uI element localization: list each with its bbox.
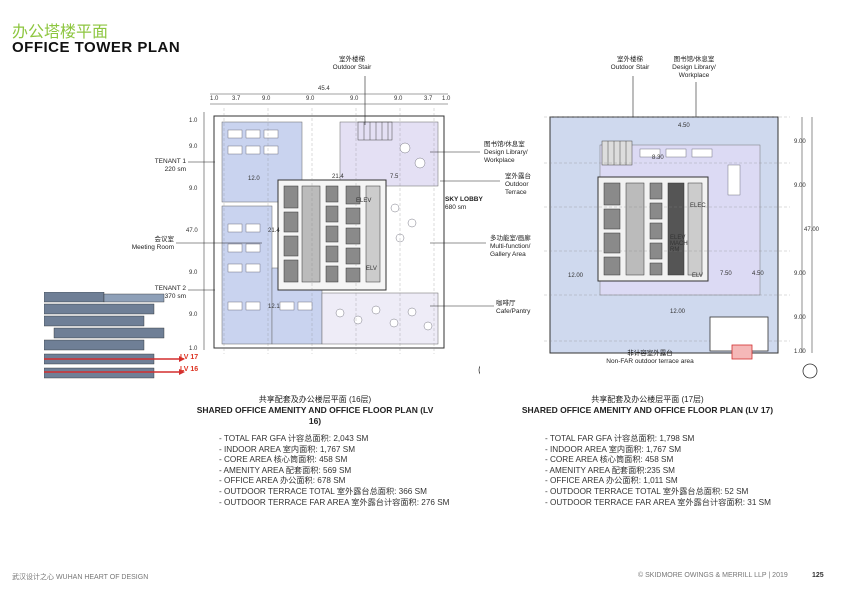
callout-non-far: 非计容室外露台 Non-FAR outdoor terrace area bbox=[606, 350, 694, 365]
floor-plan-lv17-drawing bbox=[544, 116, 818, 379]
stats-lv16: - TOTAL FAR GFA 计容总面积: 2,043 SM - INDOOR… bbox=[219, 434, 450, 508]
section-key bbox=[43, 291, 204, 387]
top-dim-3: 9.0 bbox=[306, 96, 315, 102]
core-label-elev-mach: ELEV MACH RM bbox=[670, 235, 688, 253]
top-dim-2: 9.0 bbox=[262, 96, 271, 102]
lv17-label: LV 17 bbox=[180, 354, 199, 361]
stat-line: - TOTAL FAR GFA 计容总面积: 1,798 SM bbox=[545, 434, 695, 443]
callout-outdoor-terrace: 室外露台 Outdoor Terrace bbox=[505, 173, 531, 196]
inner-dim-4-50-b: 4.50 bbox=[752, 271, 764, 277]
right-dim-3: 9.00 bbox=[794, 271, 806, 277]
stat-line: - OFFICE AREA 办公面积: 678 SM bbox=[219, 476, 346, 486]
callout-outdoor-stair-l: 室外楼梯 Outdoor Stair bbox=[332, 56, 372, 71]
callout-multi-function: 多功能室/画廊 Multi-function/ Gallery Area bbox=[490, 235, 531, 258]
callout-design-library-l: 图书馆/休息室 Design Library/ Workplace bbox=[484, 141, 528, 164]
stat-line: - OUTDOOR TERRACE FAR AREA 室外露台计容面积: 276… bbox=[219, 497, 450, 507]
right-dim-1: 9.00 bbox=[794, 183, 806, 189]
inner-dim-21-4: 21.4 bbox=[332, 174, 344, 180]
stat-line: - INDOOR AREA 室内面积: 1,767 SM bbox=[545, 444, 682, 454]
left-dim-4: 9.0 bbox=[189, 270, 198, 276]
callout-design-library-r: 图书馆/休息室 Design Library/ Workplace bbox=[672, 56, 716, 79]
footer-copyright: © SKIDMORE OWINGS & MERRILL LLP | 2019 bbox=[638, 572, 788, 579]
stat-line: - INDOOR AREA 室内面积: 1,767 SM bbox=[219, 444, 356, 454]
callout-sky-lobby: SKY LOBBY 680 sm bbox=[445, 196, 483, 211]
left-dim-0: 1.0 bbox=[189, 118, 198, 124]
inner-dim-8-30: 8.30 bbox=[652, 155, 664, 161]
lv16-label: LV 16 bbox=[180, 366, 199, 373]
top-dim-6: 3.7 bbox=[424, 96, 433, 102]
core-label-elv: ELV bbox=[366, 266, 377, 272]
top-dim-7: 1.0 bbox=[442, 96, 451, 102]
right-dim-4: 9.00 bbox=[794, 315, 806, 321]
stat-line: - OFFICE AREA 办公面积: 1,011 SM bbox=[545, 476, 678, 486]
top-dim-5: 9.0 bbox=[394, 96, 403, 102]
callout-outdoor-stair-r: 室外楼梯 Outdoor Stair bbox=[610, 56, 650, 71]
inner-dim-12-00: 12.00 bbox=[568, 273, 584, 279]
stat-line: - OUTDOOR TERRACE FAR AREA 室外露台计容面积: 31 … bbox=[545, 497, 771, 507]
inner-dim-12-1: 12.1 bbox=[268, 304, 280, 310]
stats-lv17: - TOTAL FAR GFA 计容总面积: 1,798 SM - INDOOR… bbox=[545, 434, 771, 508]
callout-tenant2: TENANT 2 370 sm bbox=[154, 285, 186, 300]
stat-line: - AMENITY AREA 配套面积:235 SM bbox=[545, 465, 675, 475]
floor-plan-lv16: 45.4 1.0 3.7 9.0 9.0 9.0 9.0 3.7 1.0 1.0… bbox=[186, 86, 494, 378]
caption-lv17: 共享配套及办公楼层平面 (17层) SHARED OFFICE AMENITY … bbox=[521, 395, 774, 415]
inner-dim-12-0: 12.0 bbox=[248, 176, 260, 182]
left-dim-2: 9.0 bbox=[189, 186, 198, 192]
stat-line: - TOTAL FAR GFA 计容总面积: 2,043 SM bbox=[219, 434, 369, 443]
core-label-elev: ELEV bbox=[356, 198, 372, 204]
top-total-dim: 45.4 bbox=[318, 86, 330, 92]
inner-dim-12-00-v: 12.00 bbox=[670, 309, 686, 315]
left-dim-6: 1.0 bbox=[189, 346, 198, 352]
top-dim-0: 1.0 bbox=[210, 96, 219, 102]
callout-tenant1: TENANT 1 220 sm bbox=[154, 158, 186, 173]
caption-lv16: 共享配套及办公楼层平面 (16层) SHARED OFFICE AMENITY … bbox=[196, 395, 434, 426]
stat-line: - CORE AREA 核心筒面积: 458 SM bbox=[219, 455, 348, 465]
core-label-elec: ELEC bbox=[690, 203, 706, 209]
page-number: 125 bbox=[812, 572, 824, 579]
left-dim-3: 47.0 bbox=[186, 228, 198, 234]
right-dim-5: 1.00 bbox=[794, 349, 806, 355]
callout-meeting-room: 会议室 Meeting Room bbox=[131, 236, 174, 251]
stat-line: - OUTDOOR TERRACE TOTAL 室外露台总面积: 52 SM bbox=[545, 486, 749, 496]
page-title-cn: 办公塔楼平面 bbox=[12, 22, 109, 41]
core-label-elv-r: ELV bbox=[692, 273, 703, 279]
inner-dim-7-5: 7.5 bbox=[390, 174, 399, 180]
top-dim-4: 9.0 bbox=[350, 96, 359, 102]
left-dim-1: 9.0 bbox=[189, 144, 198, 150]
top-dim-1: 3.7 bbox=[232, 96, 241, 102]
inner-dim-21-4-v: 21.4 bbox=[268, 228, 280, 234]
callout-cafe: 咖啡厅 Cafe/Pantry bbox=[496, 300, 531, 315]
stat-line: - CORE AREA 核心筒面积: 458 SM bbox=[545, 455, 674, 465]
floor-plan-lv17: 9.00 9.00 47.00 9.00 9.00 1.00 4.50 8.30… bbox=[540, 95, 830, 385]
inner-dim-7-50: 7.50 bbox=[720, 271, 732, 277]
footer-left: 武汉设计之心 WUHAN HEART OF DESIGN bbox=[12, 574, 149, 581]
page-title: OFFICE TOWER PLAN bbox=[12, 39, 181, 56]
stat-line: - AMENITY AREA 配套面积: 569 SM bbox=[219, 465, 352, 475]
right-dim-0: 9.00 bbox=[794, 139, 806, 145]
left-dim-5: 9.0 bbox=[189, 312, 198, 318]
inner-dim-4-50: 4.50 bbox=[678, 123, 690, 129]
right-dim-2: 47.00 bbox=[804, 227, 820, 233]
floor-plan-lv16-drawing bbox=[203, 93, 494, 378]
section-key-drawing bbox=[43, 291, 185, 379]
stat-line: - OUTDOOR TERRACE TOTAL 室外露台总面积: 366 SM bbox=[219, 486, 427, 496]
